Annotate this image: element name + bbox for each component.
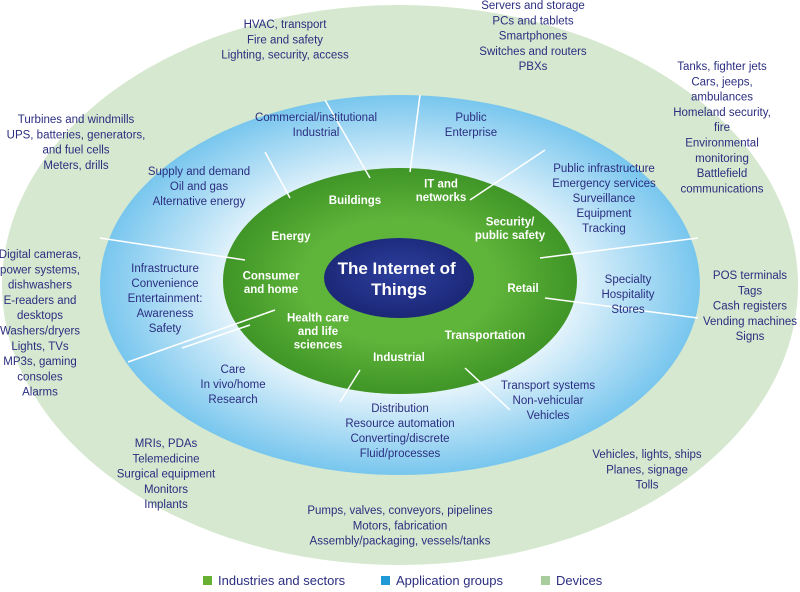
industry-industrial: Industrial [373, 352, 425, 364]
sector-divider [264, 151, 291, 199]
legend-devices: Devices [541, 573, 602, 588]
sector-divider [544, 297, 699, 319]
legend-swatch-industries [203, 576, 212, 585]
sector-divider [339, 369, 361, 403]
legend-swatch-devices [541, 576, 550, 585]
industry-security: Security/public safety [475, 216, 546, 242]
legend-industries: Industries and sectors [203, 573, 345, 588]
industry-retail: Retail [507, 283, 538, 295]
sector-divider [409, 94, 421, 173]
diagram-title: The Internet of Things [338, 259, 461, 299]
sector-divider [181, 324, 251, 349]
legend-swatch-applications [381, 576, 390, 585]
sector-divider [539, 237, 699, 259]
industry-buildings: Buildings [329, 195, 381, 207]
legend-label-applications: Application groups [396, 573, 503, 588]
industry-transportation: Transportation [445, 330, 526, 342]
devices-cameras: Digital cameras,power systems,dishwasher… [0, 249, 81, 399]
sector-divider [464, 367, 511, 411]
center-hub [324, 238, 474, 318]
legend-label-industries: Industries and sectors [218, 573, 346, 588]
legend-applications: Application groups [381, 573, 503, 588]
industry-energy: Energy [272, 231, 312, 243]
sector-divider [99, 237, 246, 261]
sector-divider [127, 309, 276, 363]
sector-dividers [99, 94, 699, 411]
legend-label-devices: Devices [556, 573, 603, 588]
sector-divider [469, 149, 546, 201]
sector-divider [324, 99, 371, 179]
legend: Industries and sectors Application group… [0, 570, 800, 592]
